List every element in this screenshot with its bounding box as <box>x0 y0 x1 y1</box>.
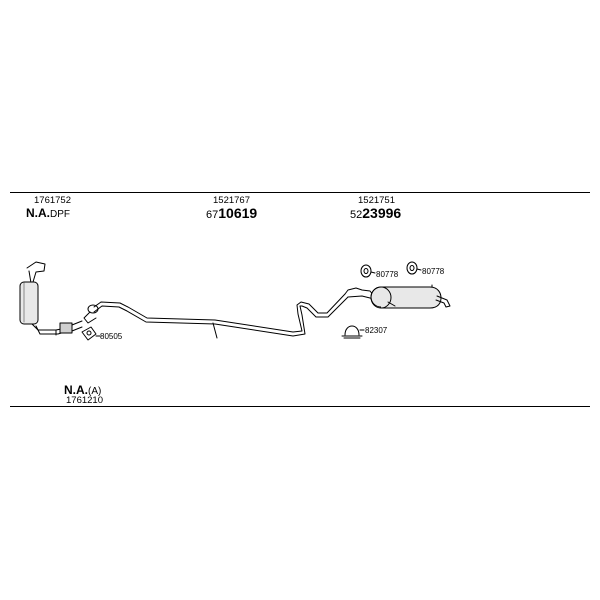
gasket-callout-label: 80505 <box>100 332 123 341</box>
top-divider-line <box>10 192 590 193</box>
oe-number-2: 1521767 <box>213 195 250 206</box>
clamp-callout-label: 82307 <box>365 326 388 335</box>
part-prefix-3: 52 <box>350 209 363 221</box>
mount-left-callout-label: 80778 <box>376 270 399 279</box>
lower-part-suffix: (A) <box>88 386 102 397</box>
mount-right-callout-label: 80778 <box>422 267 445 276</box>
part-suffix-1: DPF <box>50 209 70 220</box>
part-prefix-1: N.A. <box>26 206 50 220</box>
part-label-1: N.A.DPF <box>26 207 70 220</box>
diesel-particulate-filter <box>19 261 83 336</box>
oe-number-3: 1521751 <box>358 195 395 206</box>
lower-oe-number: 1761210 <box>66 395 103 406</box>
rear-muffler <box>344 284 451 309</box>
front-pipe-flange <box>83 304 99 324</box>
rubber-mount-right <box>406 261 422 275</box>
rubber-mount-left <box>360 264 376 278</box>
gasket-part <box>81 326 101 341</box>
part-prefix-2: 67 <box>206 209 219 221</box>
pipe-clamp <box>341 325 365 339</box>
bottom-divider-line <box>10 406 590 407</box>
part-number-3: 23996 <box>362 205 402 221</box>
middle-pipe <box>93 293 349 339</box>
part-number-2: 10619 <box>218 205 258 221</box>
part-label-2: 6710619 <box>206 206 257 221</box>
part-label-3: 5223996 <box>350 206 401 221</box>
lower-part-prefix: N.A. <box>64 383 88 397</box>
lower-part-label: N.A.(A) <box>64 384 101 397</box>
oe-number-1: 1761752 <box>34 195 71 206</box>
